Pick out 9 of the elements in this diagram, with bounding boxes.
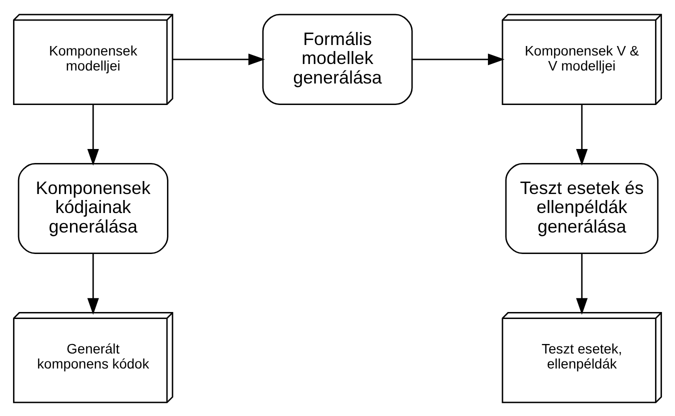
arrow [576, 104, 588, 166]
node-box: Teszt esetek és ellenpéldák generálása [505, 162, 658, 254]
arrow [87, 252, 99, 314]
arrow [87, 104, 99, 166]
node-box: Formális modellek generálása [262, 13, 413, 104]
arrow [172, 53, 265, 65]
arrow [412, 53, 505, 65]
node-box: Komponensek kódjainak generálása [18, 162, 168, 254]
arrow [576, 252, 588, 314]
